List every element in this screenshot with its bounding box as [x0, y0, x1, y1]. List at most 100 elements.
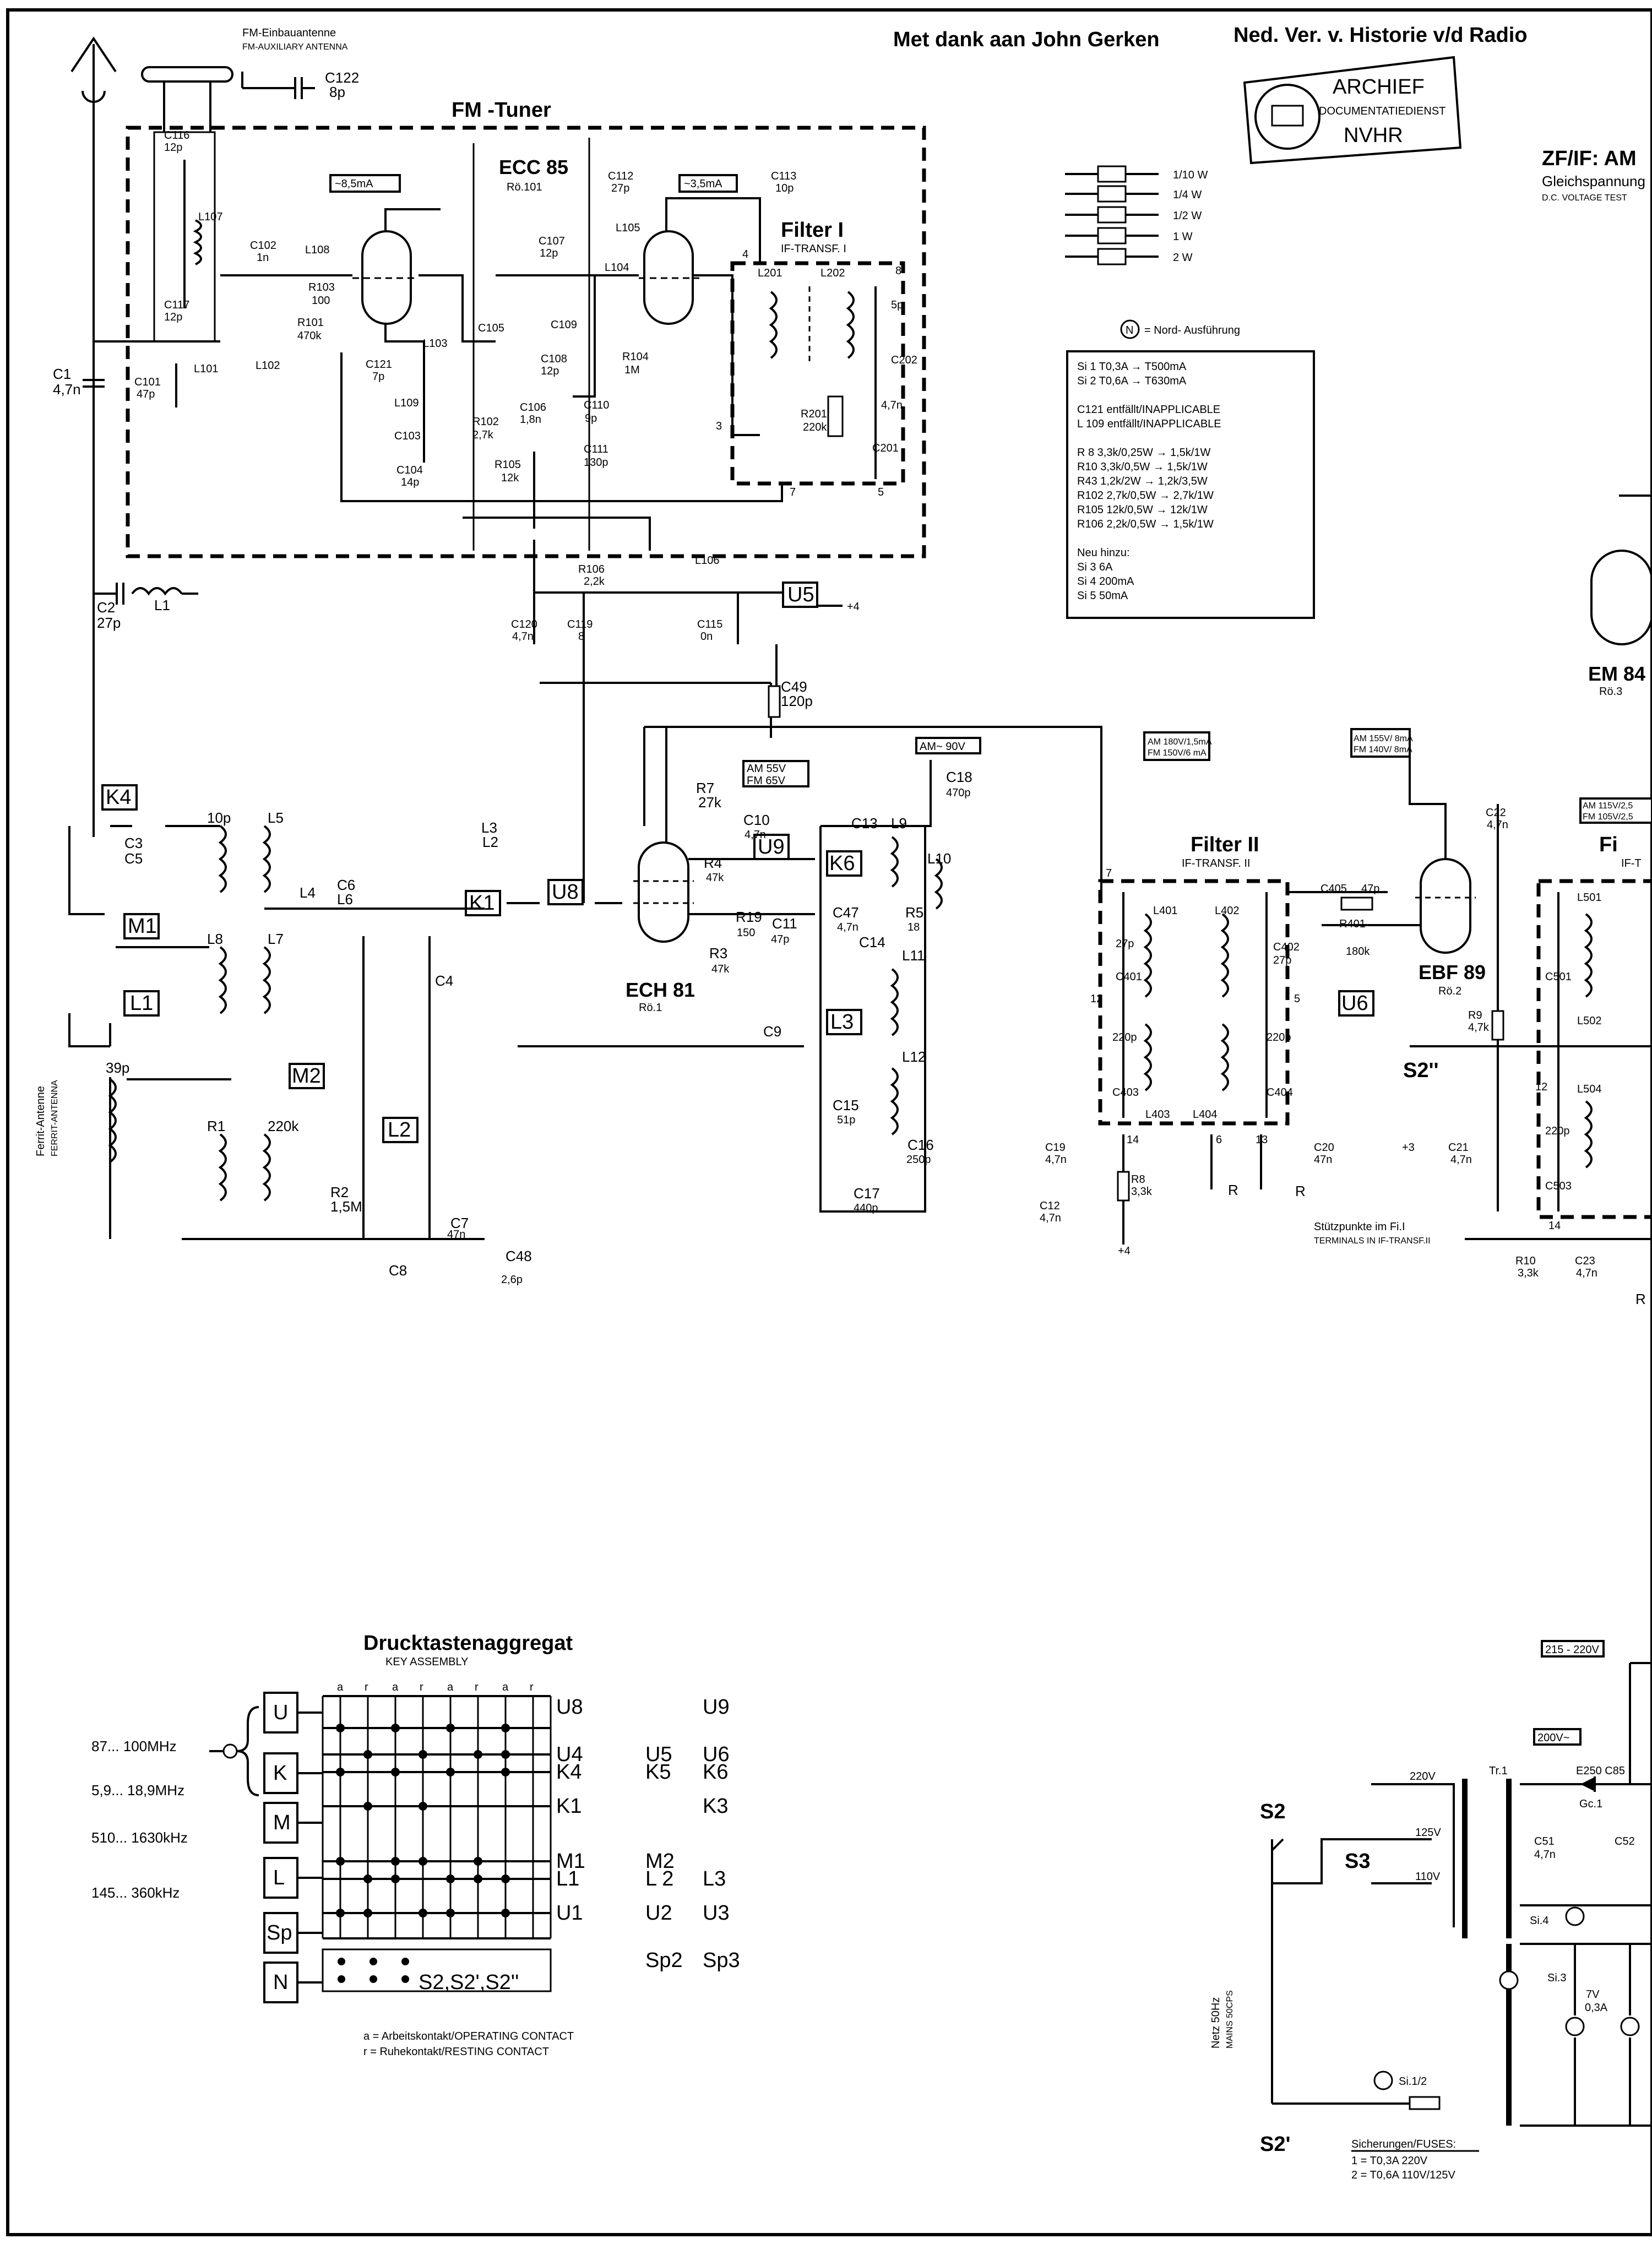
- switch-m2: [289, 1063, 325, 1089]
- voltage-box-200: [1533, 1728, 1582, 1746]
- key-l[interactable]: L: [263, 1857, 323, 1899]
- c402-value: 27p: [1273, 954, 1291, 966]
- switch-l1: [123, 990, 160, 1017]
- c51-label: C51: [1534, 1835, 1555, 1848]
- antenna-icon: [70, 36, 117, 837]
- am-rf-wiring: [68, 606, 1102, 1240]
- switch-u5-label: U5: [787, 583, 814, 606]
- voltage-box-ech81: [742, 760, 809, 787]
- c14-label: C14: [859, 934, 885, 950]
- credit-text: Met dank aan John Gerken: [893, 28, 1160, 51]
- contact-label: Sp2: [645, 1949, 683, 1972]
- switch-u5: [782, 582, 818, 608]
- c16-value: 250p: [906, 1154, 931, 1166]
- l403-label: L403: [1145, 1109, 1170, 1121]
- nord-marker-si12-icon: [1373, 2071, 1393, 2090]
- key-sp[interactable]: Sp: [263, 1912, 323, 1954]
- switch-k6: [826, 850, 862, 877]
- key-u[interactable]: U: [263, 1692, 323, 1734]
- stamp-line-1: ARCHIEF: [1333, 75, 1425, 99]
- contact-label: L1: [556, 1867, 579, 1890]
- em84-tube: [1590, 495, 1652, 645]
- c18-value: 470p: [946, 787, 971, 799]
- terminals-de: Stützpunkte im Fi.I: [1314, 1221, 1405, 1233]
- nord-marker-icon: [1120, 319, 1140, 339]
- fm-tuner-title: FM -Tuner: [452, 99, 551, 122]
- switch-k4: [101, 784, 138, 811]
- pin-14b: 14: [1548, 1220, 1561, 1232]
- key-k[interactable]: K: [263, 1752, 323, 1794]
- pin-12: 12: [1090, 993, 1102, 1005]
- c108-label: C108: [541, 353, 567, 365]
- nord-marker-si4-icon: [1565, 1906, 1585, 1926]
- pin-8: 8: [895, 265, 901, 277]
- l502-label: L502: [1577, 1015, 1602, 1027]
- key-grid: [322, 1695, 552, 1992]
- c6-label: C4: [435, 972, 453, 989]
- legend-resting-contact: r = Ruhekontakt/RESTING CONTACT: [363, 2046, 549, 2058]
- key-label: M: [273, 1811, 291, 1834]
- contact-label: M1: [556, 1850, 585, 1873]
- c4-value: 1,5M: [330, 1198, 362, 1215]
- c3-label: L4: [300, 884, 316, 901]
- plus3-label: +3: [1402, 1142, 1415, 1154]
- plus4-label: +4: [847, 601, 860, 613]
- c118-label: L3: [481, 819, 497, 836]
- l404-label: L404: [1193, 1109, 1218, 1121]
- switch-k4-label: K4: [106, 786, 131, 809]
- c19-label: C19: [1045, 1142, 1066, 1154]
- c402-label: C402: [1273, 941, 1300, 953]
- filter5-subtitle: IF-T: [1621, 857, 1642, 870]
- l7-label: 220k: [268, 1118, 299, 1134]
- switch-k1: [465, 890, 501, 916]
- stamp-line-2: DOCUMENTATIEDIENST: [1319, 105, 1446, 117]
- r101-label: R101: [297, 317, 324, 329]
- pin-6: 6: [1216, 1134, 1222, 1146]
- band-label: 510... 1630kHz: [91, 1829, 188, 1846]
- lamp-voltage: 7V: [1586, 1988, 1600, 2001]
- filter5-box: [1536, 879, 1652, 1219]
- voltage-box-am115: [1579, 797, 1652, 824]
- r10-value: 3,3k: [1518, 1267, 1539, 1279]
- contact-type-label: a: [392, 1681, 399, 1693]
- contact-label: U5: [645, 1743, 672, 1766]
- si3-label: Si.3: [1547, 1972, 1566, 1984]
- c110-label: C110: [584, 399, 609, 411]
- c120-label: C120: [511, 618, 537, 631]
- key-n[interactable]: N: [263, 1962, 323, 2003]
- tap-110: 110V: [1415, 1871, 1441, 1883]
- key-label: L: [273, 1866, 285, 1889]
- voltage-am115: AM 115V/2,5: [1583, 801, 1633, 811]
- filter2-title: Filter II: [1191, 833, 1259, 856]
- l8-label: R1: [207, 1118, 225, 1134]
- nord-line: L 109 entfällt/INAPPLICABLE: [1077, 418, 1221, 430]
- voltage-200: 200V~: [1537, 1732, 1569, 1744]
- switch-u8-label: U8: [552, 881, 579, 904]
- tap-220: 220V: [1410, 1770, 1436, 1783]
- l9-label: L9: [891, 815, 907, 832]
- voltage-mains: 215 - 220V: [1545, 1644, 1600, 1656]
- c12-label: C12: [1040, 1200, 1060, 1212]
- r-label-if2: R: [1295, 1183, 1306, 1199]
- c118-value: L2: [482, 834, 498, 850]
- c51-value: 4,7n: [1534, 1849, 1556, 1861]
- r3-value: 47k: [711, 963, 730, 975]
- c49-value: C5: [124, 850, 143, 867]
- band-label: 145... 360kHz: [91, 1884, 180, 1901]
- key-m[interactable]: M: [263, 1802, 323, 1844]
- l102-label: L102: [256, 360, 280, 372]
- switch-l2-label: L2: [388, 1118, 411, 1142]
- band-label: 87... 100MHz: [91, 1738, 177, 1754]
- c21-label: C21: [1448, 1142, 1469, 1154]
- c112-value: 27p: [611, 182, 629, 194]
- fuse-si12: [1409, 2096, 1441, 2110]
- r5-value: 18: [907, 921, 920, 933]
- c11-value: 47p: [771, 933, 789, 946]
- l4-label: L7: [268, 931, 284, 947]
- society-text: Ned. Ver. v. Historie v/d Radio: [1233, 24, 1528, 47]
- c19-value: 4,7n: [1045, 1154, 1067, 1166]
- c52-label: C52: [1615, 1835, 1635, 1848]
- contact-label: K6: [703, 1761, 728, 1784]
- l401-label: L401: [1153, 905, 1178, 917]
